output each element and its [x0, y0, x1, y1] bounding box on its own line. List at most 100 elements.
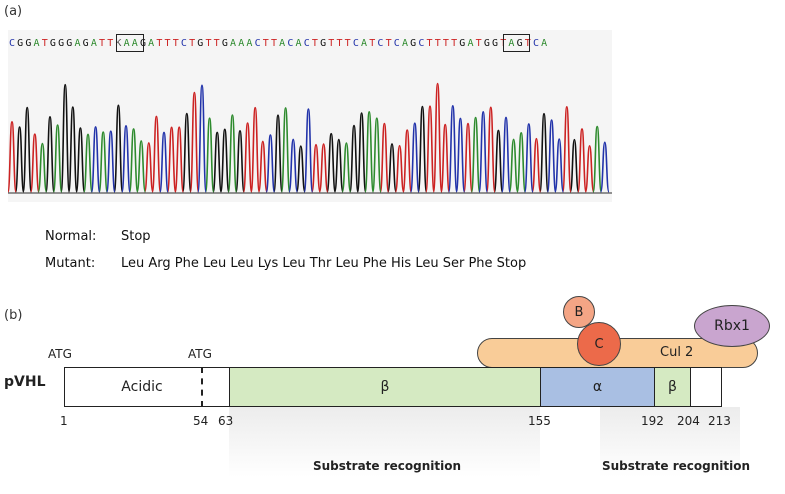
beta-domain-1: β — [229, 367, 541, 407]
base-letter: C — [8, 38, 16, 49]
base-letter: G — [66, 38, 73, 49]
base-letter: G — [221, 38, 229, 49]
base-letter: A — [148, 38, 155, 49]
tick-192: 192 — [641, 414, 664, 428]
trace-channel — [37, 107, 603, 193]
c-terminal-domain — [690, 367, 722, 407]
beta-domain-2: β — [654, 367, 691, 407]
base-letter: G — [17, 38, 24, 49]
base-letter: T — [189, 38, 196, 49]
base-letter: C — [393, 38, 401, 49]
base-letter: G — [483, 38, 491, 49]
tick-54: 54 — [193, 414, 209, 428]
rbx1-label: Rbx1 — [714, 318, 750, 334]
panel-b-label: (b) — [4, 308, 23, 323]
alpha-domain-label: α — [592, 379, 603, 395]
mutant-translation: Leu Arg Phe Leu Leu Lys Leu Thr Leu Phe … — [121, 256, 527, 271]
acidic-label: Acidic — [121, 379, 163, 395]
tick-155: 155 — [528, 414, 551, 428]
base-letter: T — [213, 38, 220, 49]
base-letter: C — [377, 38, 384, 49]
base-letter: T — [164, 38, 171, 49]
base-letter: A — [401, 38, 409, 49]
shading-substrate-2 — [600, 407, 740, 477]
base-letter: A — [238, 38, 245, 49]
base-letter: G — [58, 38, 65, 49]
base-letter: T — [336, 38, 343, 49]
highlight-box-codon-1 — [116, 34, 144, 52]
base-letter: A — [467, 38, 474, 49]
tick-1: 1 — [60, 414, 68, 428]
tick-63: 63 — [218, 414, 234, 428]
base-letter: T — [328, 38, 335, 49]
base-letter: G — [49, 38, 57, 49]
base-letter: T — [172, 38, 179, 49]
base-letter: T — [451, 38, 458, 49]
substrate-recognition-label-2: Substrate recognition — [602, 459, 751, 473]
base-letter: G — [492, 38, 499, 49]
base-letter: G — [320, 38, 327, 49]
tick-213: 213 — [708, 414, 731, 428]
base-letter: T — [156, 38, 163, 49]
chromatogram-trace — [8, 82, 612, 194]
base-letter: A — [295, 38, 302, 49]
base-letter: T — [524, 38, 532, 49]
base-letter: A — [361, 38, 368, 49]
mutant-label: Mutant: — [45, 256, 96, 271]
base-letter: C — [532, 38, 540, 49]
base-letter: A — [33, 38, 40, 49]
normal-label: Normal: — [45, 229, 97, 244]
base-letter: T — [369, 38, 376, 49]
base-letter: C — [418, 38, 425, 49]
base-letter: T — [270, 38, 278, 49]
highlight-box-codon-2 — [503, 34, 530, 52]
base-letter: C — [254, 38, 261, 49]
base-letter: T — [311, 38, 319, 49]
base-letter: G — [410, 38, 417, 49]
base-letter: A — [123, 38, 130, 49]
elongin-c-shape: C — [577, 322, 621, 366]
base-letter: C — [303, 38, 310, 49]
base-letter: T — [344, 38, 351, 49]
base-letter: G — [25, 38, 32, 49]
elongin-b-label: B — [574, 304, 584, 320]
rbx1-shape: Rbx1 — [694, 305, 770, 347]
base-letter: C — [352, 38, 360, 49]
base-letter: T — [41, 38, 48, 49]
base-letter: T — [99, 38, 106, 49]
base-letter: T — [107, 38, 114, 49]
beta-domain-2-label: β — [668, 379, 677, 395]
base-letter: C — [287, 38, 294, 49]
shading-substrate-1 — [229, 407, 540, 477]
base-letter: T — [434, 38, 441, 49]
base-letter: G — [197, 38, 204, 49]
base-letter: T — [442, 38, 450, 49]
base-letter: K — [115, 38, 122, 49]
base-letter: T — [205, 38, 212, 49]
base-letter: G — [459, 38, 466, 49]
base-letter: G — [139, 38, 147, 49]
base-letter: A — [90, 38, 98, 49]
alpha-domain: α — [540, 367, 655, 407]
acidic-domain: Acidic — [64, 367, 230, 407]
base-letter: T — [385, 38, 392, 49]
atg-label-2: ATG — [188, 347, 212, 361]
base-letter: A — [541, 38, 548, 49]
base-letter: A — [230, 38, 237, 49]
base-letter: T — [475, 38, 482, 49]
beta-domain-1-label: β — [380, 379, 390, 395]
base-letter: A — [508, 38, 515, 49]
panel-a-label: (a) — [4, 4, 23, 19]
tick-204: 204 — [677, 414, 700, 428]
atg2-dashed-line — [201, 367, 203, 407]
trace-channel — [8, 82, 595, 193]
atg-label-1: ATG — [48, 347, 72, 361]
trace-channel — [14, 83, 580, 193]
base-letter: T — [426, 38, 433, 49]
base-letter: A — [246, 38, 253, 49]
base-letter: A — [131, 38, 139, 49]
base-letter: T — [262, 38, 270, 49]
base-letter: A — [279, 38, 286, 49]
elongin-c-label: C — [594, 336, 604, 352]
base-letter: C — [180, 38, 188, 49]
